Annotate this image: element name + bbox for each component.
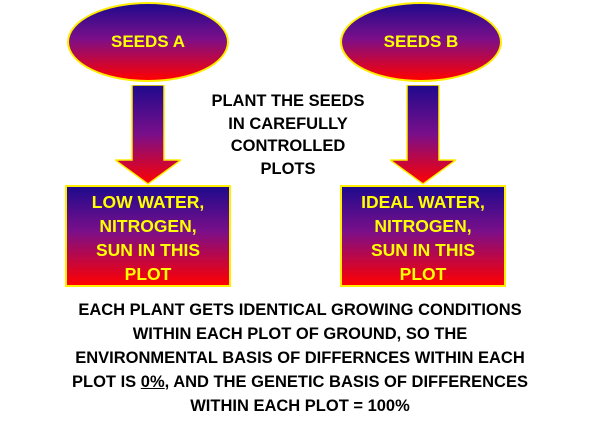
environmental-percent: 0% [140,373,165,391]
instruction-line: CONTROLLED [230,137,346,155]
seeds-a-ellipse: SEEDS A [67,2,229,82]
plot-b-line: PLOT [399,264,447,284]
instruction-line: PLOTS [260,159,316,178]
plot-a-box: LOW WATER, NITROGEN, SUN IN THIS PLOT [65,185,231,287]
plot-b-box: IDEAL WATER, NITROGEN, SUN IN THIS PLOT [340,185,506,287]
seeds-b-label: SEEDS B [383,32,459,51]
conclusion-line: PLOT IS 0%, AND THE GENETIC BASIS OF DIF… [0,370,600,394]
seeds-b-ellipse: SEEDS B [340,2,502,82]
seeds-a-label: SEEDS A [110,32,185,51]
instruction-line: PLANT THE SEEDS [211,92,365,110]
plot-a-line: NITROGEN, [99,216,197,236]
conclusion-line: WITHIN EACH PLOT = 100% [190,397,410,415]
plot-b-line: NITROGEN, [374,216,472,236]
conclusion-line: WITHIN EACH PLOT OF GROUND, SO THE [132,325,468,343]
conclusion-fragment: , AND THE GENETIC BASIS OF DIFFERENCES [164,373,528,391]
conclusion-text: EACH PLANT GETS IDENTICAL GROWING CONDIT… [0,298,600,418]
arrow-down-icon [390,85,456,185]
plot-a-line: PLOT [124,264,172,284]
plot-a-line: LOW WATER, [91,192,205,212]
plot-b-line: IDEAL WATER, [361,192,485,212]
plot-b-line: SUN IN THIS [370,240,476,260]
conclusion-fragment: PLOT IS [72,373,141,391]
conclusion-line: EACH PLANT GETS IDENTICAL GROWING CONDIT… [78,301,522,319]
conclusion-line: ENVIRONMENTAL BASIS OF DIFFERNCES WITHIN… [75,349,525,367]
instruction-line: IN CAREFULLY [228,114,348,133]
instruction-text: PLANT THE SEEDS IN CAREFULLY CONTROLLED … [190,90,386,180]
plot-a-line: SUN IN THIS [95,240,201,260]
arrow-down-icon [115,85,181,185]
